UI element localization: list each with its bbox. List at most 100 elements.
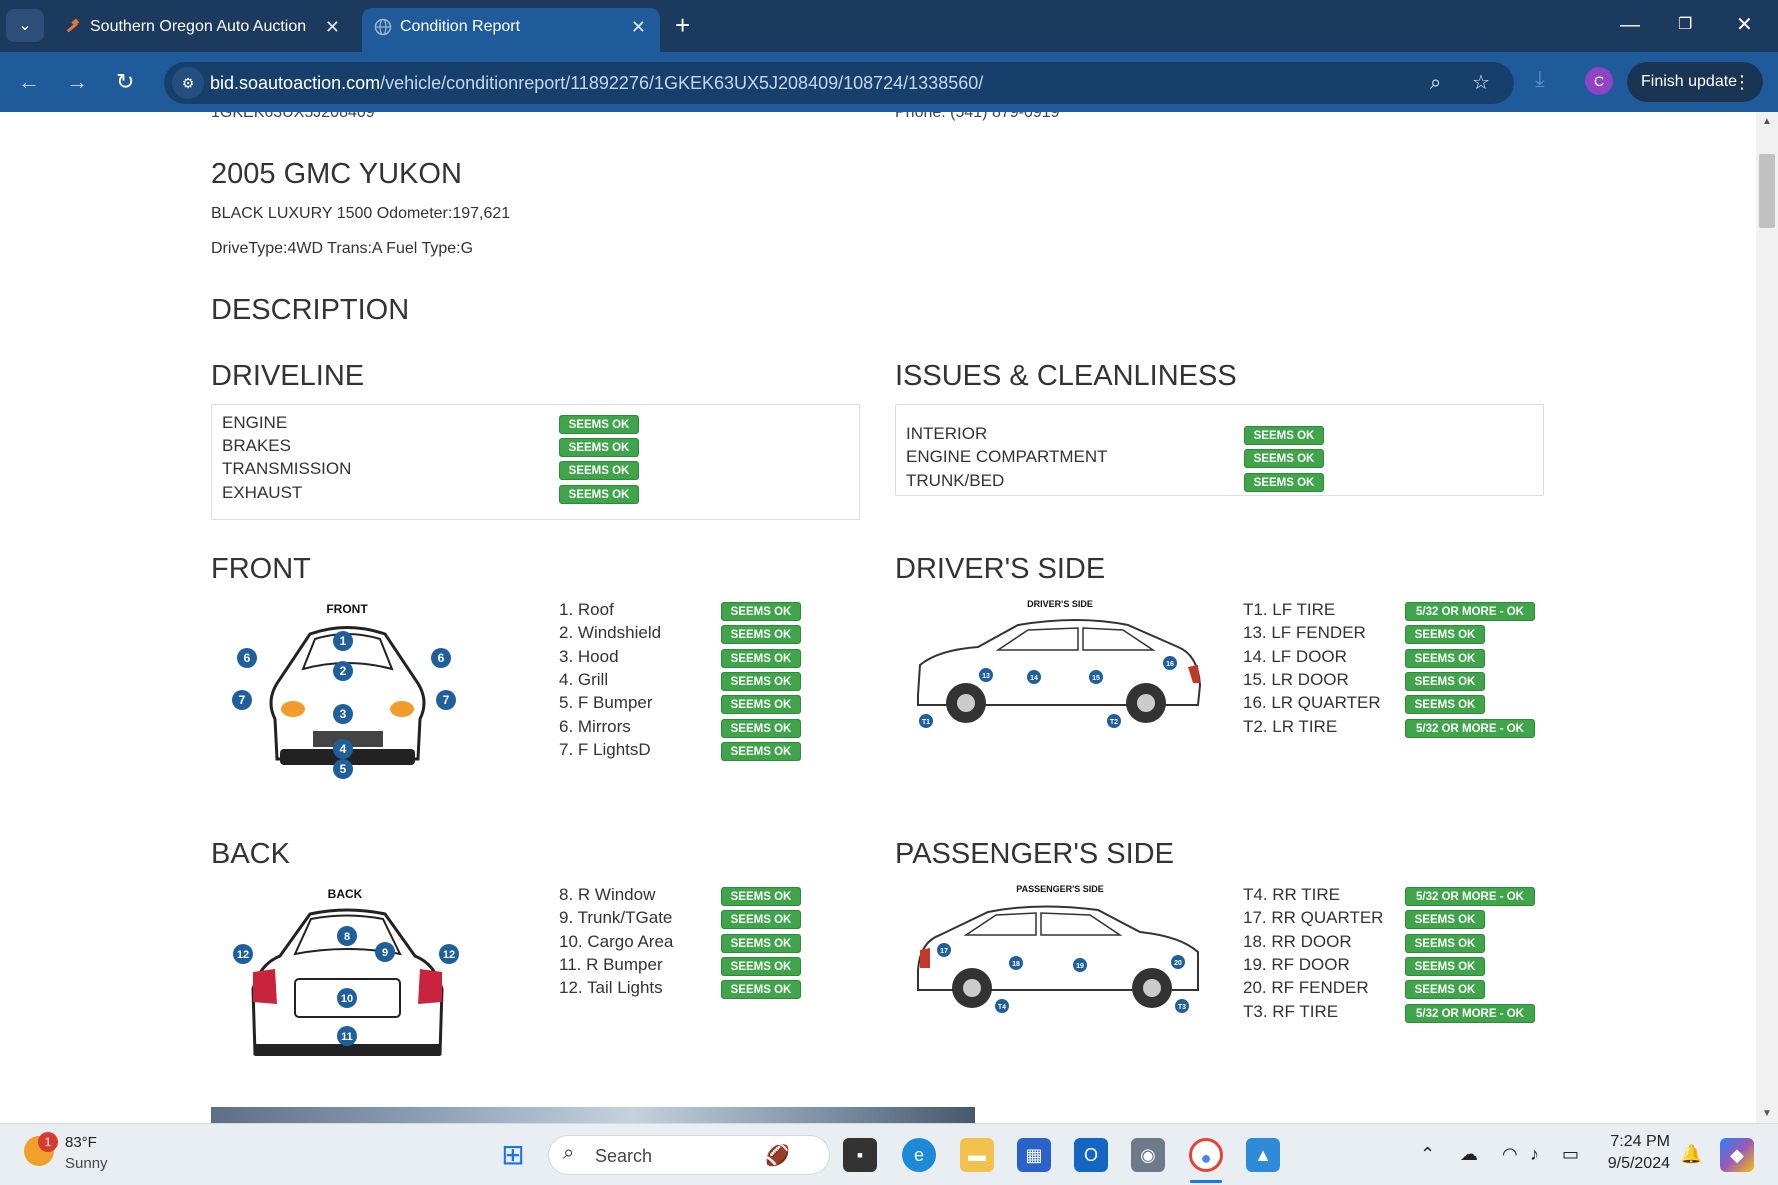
tab-condition-report[interactable]: Condition Report ✕ <box>362 8 660 52</box>
vertical-scrollbar[interactable]: ▲ ▼ <box>1756 112 1778 1123</box>
site-info-icon[interactable]: ⚙ <box>172 67 204 99</box>
svg-text:15: 15 <box>1092 675 1100 682</box>
close-tab-icon[interactable]: ✕ <box>630 17 646 37</box>
diagram-label: DRIVER'S SIDE <box>1027 599 1093 609</box>
browser-toolbar: ← → ↻ ⚙ bid.soautoaction.com/vehicle/con… <box>0 52 1778 112</box>
diagram-label: FRONT <box>326 602 368 616</box>
copilot-icon[interactable]: ◆ <box>1720 1138 1754 1172</box>
drivers-item-label: T2. LR TIRE <box>1243 717 1338 736</box>
volume-icon[interactable]: ♪ <box>1530 1144 1539 1164</box>
passengers-side-heading: PASSENGER'S SIDE <box>895 838 1174 870</box>
drivers-item-label: T1. LF TIRE <box>1243 600 1336 619</box>
drivers-side-heading: DRIVER'S SIDE <box>895 553 1106 585</box>
wifi-icon[interactable]: ◠ <box>1502 1144 1518 1164</box>
svg-text:17: 17 <box>940 948 948 955</box>
bookmark-star-icon[interactable]: ☆ <box>1472 72 1490 94</box>
issues-label: TRUNK/BED <box>906 471 1005 490</box>
svg-text:11: 11 <box>341 1031 353 1043</box>
menu-dots-icon[interactable]: ⋮ <box>1733 72 1751 92</box>
reload-icon[interactable]: ↻ <box>116 69 135 94</box>
front-item-label: 1. Roof <box>559 600 614 619</box>
forward-icon[interactable]: → <box>66 69 88 94</box>
finish-update-button[interactable]: Finish update ⋮ <box>1627 62 1763 102</box>
front-item-label: 6. Mirrors <box>559 717 631 736</box>
svg-text:20: 20 <box>1174 960 1182 967</box>
svg-text:9: 9 <box>382 947 388 959</box>
close-tab-icon[interactable]: ✕ <box>324 17 340 37</box>
file-explorer-icon[interactable]: ▬ <box>960 1138 994 1172</box>
status-badge: SEEMS OK <box>1405 934 1485 953</box>
drivers-item-label: 16. LR QUARTER <box>1243 693 1381 712</box>
status-badge: SEEMS OK <box>1244 473 1324 492</box>
svg-text:7: 7 <box>443 693 450 707</box>
svg-text:6: 6 <box>438 651 445 665</box>
drivers-item-label: 15. LR DOOR <box>1243 670 1349 689</box>
outlook-icon[interactable]: O <box>1074 1138 1108 1172</box>
tab-southern-oregon[interactable]: Southern Oregon Auto Auction ✕ <box>52 8 354 52</box>
issues-box: INTERIOR SEEMS OK ENGINE COMPARTMENT SEE… <box>895 404 1544 496</box>
task-view-icon[interactable]: ▪ <box>843 1138 877 1172</box>
vin-text: 1GKEK63UX5J208409 <box>211 112 375 121</box>
restore-icon[interactable]: ❐ <box>1678 16 1693 33</box>
status-badge: SEEMS OK <box>721 887 801 906</box>
clock-time[interactable]: 7:24 PM <box>1610 1133 1670 1150</box>
svg-text:10: 10 <box>341 993 353 1005</box>
weather-temp[interactable]: 83°F <box>65 1134 97 1151</box>
new-tab-button[interactable]: + <box>675 10 691 40</box>
scrollbar-thumb[interactable] <box>1759 154 1775 228</box>
chrome-icon[interactable]: ● <box>1189 1138 1223 1172</box>
show-hidden-icons-chevron[interactable]: ⌃ <box>1420 1144 1436 1164</box>
notification-bell-icon[interactable]: 🔔 <box>1680 1144 1703 1164</box>
scroll-down-icon[interactable]: ▼ <box>1762 1108 1772 1119</box>
status-badge: 5/32 OR MORE - OK <box>1405 719 1535 738</box>
vehicle-title: 2005 GMC YUKON <box>211 158 462 190</box>
microsoft-store-icon[interactable]: ▦ <box>1017 1138 1051 1172</box>
search-label: Search <box>595 1146 653 1166</box>
url-path: /vehicle/conditionreport/11892276/1GKEK6… <box>380 73 984 93</box>
back-heading: BACK <box>211 838 290 870</box>
clock-date[interactable]: 9/5/2024 <box>1607 1155 1670 1172</box>
zoom-icon[interactable]: ⌕ <box>1430 72 1442 94</box>
tab-search-button[interactable]: ⌄ <box>6 9 44 42</box>
battery-icon[interactable]: ▭ <box>1562 1144 1580 1164</box>
url-text[interactable]: bid.soautoaction.com/vehicle/conditionre… <box>210 62 983 104</box>
scroll-up-icon[interactable]: ▲ <box>1762 116 1772 127</box>
edge-icon[interactable]: e <box>902 1138 936 1172</box>
profile-avatar[interactable]: C <box>1585 67 1613 95</box>
taskbar-search[interactable]: ⌕ Search 🏈 <box>548 1135 830 1175</box>
minimize-icon[interactable]: — <box>1620 14 1640 36</box>
svg-text:8: 8 <box>344 931 350 943</box>
close-window-icon[interactable]: ✕ <box>1736 14 1753 36</box>
svg-text:18: 18 <box>1012 961 1020 968</box>
svg-text:12: 12 <box>443 949 455 961</box>
svg-text:2: 2 <box>340 664 347 678</box>
back-item-label: 9. Trunk/TGate <box>559 908 673 927</box>
svg-text:5: 5 <box>340 762 347 776</box>
download-icon[interactable]: ⤓ <box>1535 66 1545 91</box>
onedrive-icon[interactable]: ☁ <box>1460 1144 1478 1164</box>
status-badge: SEEMS OK <box>1405 957 1485 976</box>
front-item-label: 7. F LightsD <box>559 740 651 759</box>
vehicle-photo[interactable] <box>211 1107 975 1123</box>
svg-text:T3: T3 <box>1178 1004 1186 1011</box>
back-icon[interactable]: ← <box>18 69 40 94</box>
front-item-label: 5. F Bumper <box>559 693 653 712</box>
svg-text:19: 19 <box>1076 963 1084 970</box>
photos-icon[interactable]: ▲ <box>1246 1138 1280 1172</box>
windows-start-icon[interactable]: ⊞ <box>501 1139 525 1170</box>
address-bar[interactable]: ⚙ bid.soautoaction.com/vehicle/condition… <box>164 62 1514 104</box>
svg-text:7: 7 <box>239 693 246 707</box>
camera-icon[interactable]: ◉ <box>1131 1138 1165 1172</box>
back-item-label: 11. R Bumper <box>559 955 663 974</box>
diagram-label: BACK <box>328 887 363 901</box>
svg-text:T1: T1 <box>922 719 930 726</box>
issues-heading: ISSUES & CLEANLINESS <box>895 360 1237 392</box>
status-badge: SEEMS OK <box>1244 449 1324 468</box>
svg-text:16: 16 <box>1166 661 1174 668</box>
driveline-box: ENGINE SEEMS OK BRAKES SEEMS OK TRANSMIS… <box>211 404 860 520</box>
status-badge: SEEMS OK <box>721 957 801 976</box>
passengers-item-label: 18. RR DOOR <box>1243 932 1352 951</box>
description-heading: DESCRIPTION <box>211 294 410 326</box>
